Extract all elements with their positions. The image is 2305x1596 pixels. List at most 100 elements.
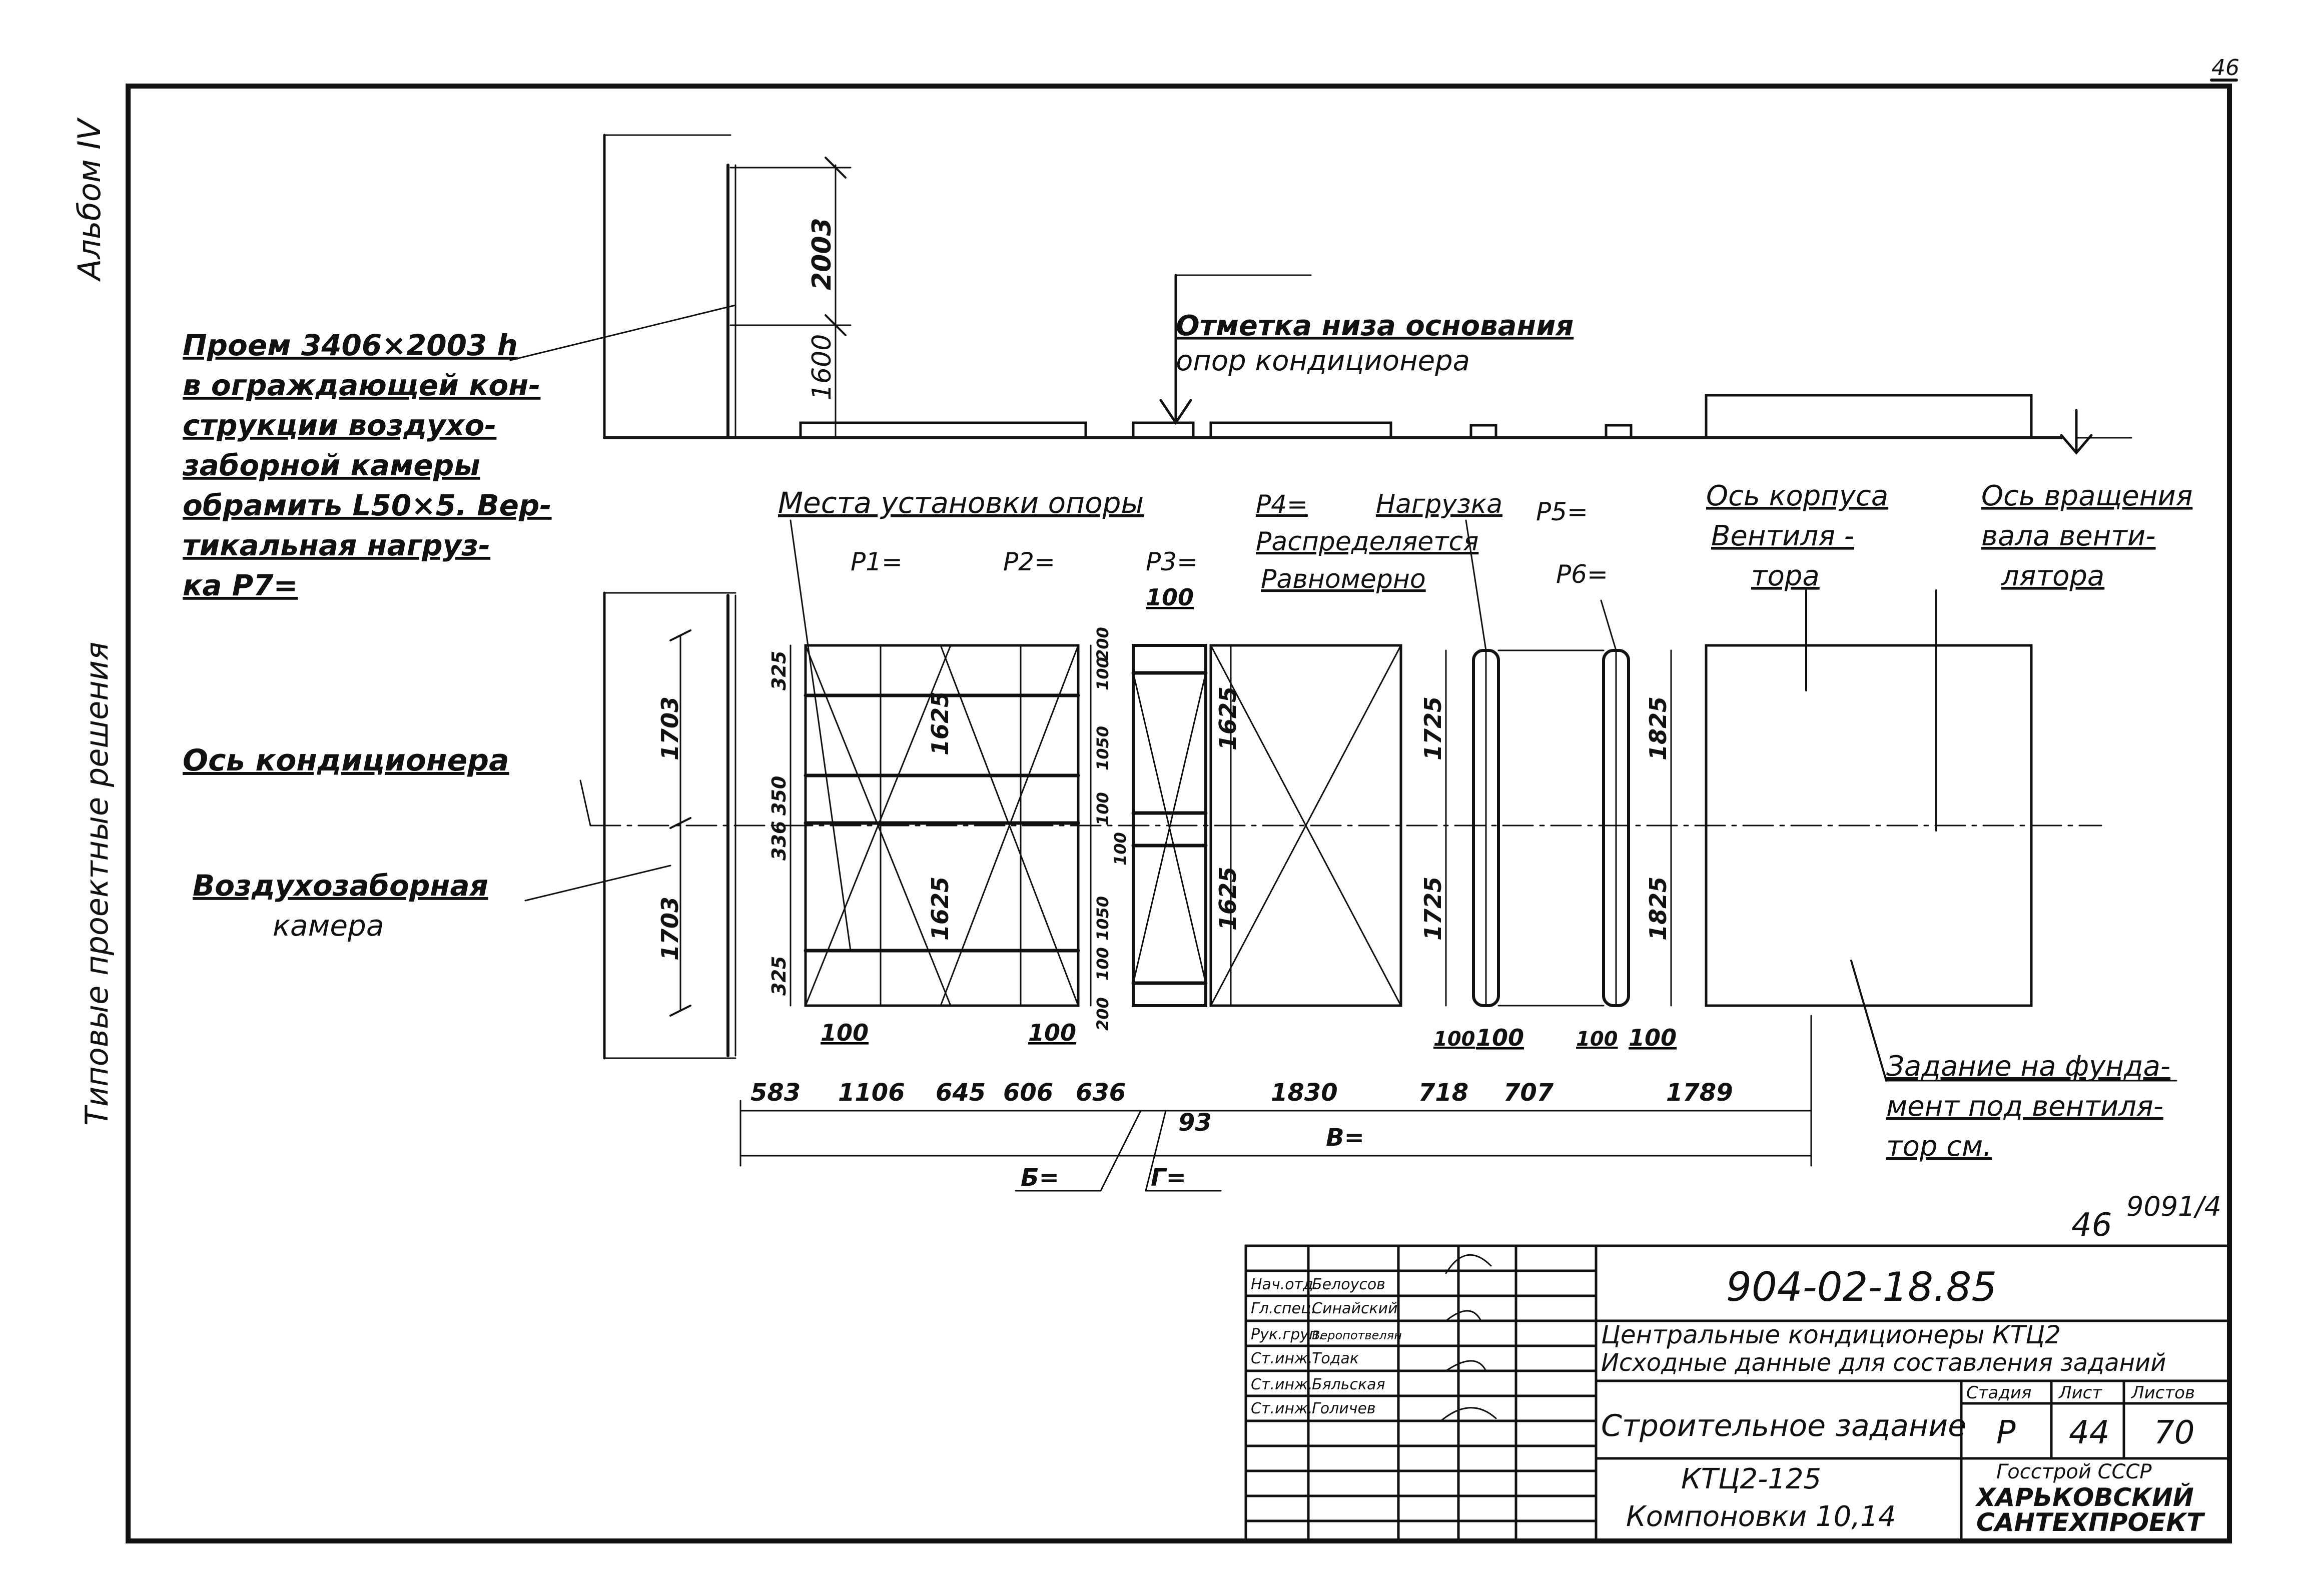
fan-shaft-axis-line: лятора xyxy=(2001,560,2104,592)
dim-total-B: В= xyxy=(1326,1124,1364,1152)
p2-label: P2= xyxy=(1003,547,1055,576)
dim-1050-top: 1050 xyxy=(1093,726,1112,770)
p4-label: P4= xyxy=(1256,490,1308,519)
fan-body-axis-line: Ось корпуса xyxy=(1706,480,1888,512)
opening-note-line: ка P7= xyxy=(183,568,298,602)
elevation-view xyxy=(509,134,2132,455)
dim-350: 350 xyxy=(768,776,790,816)
name: Белоусов xyxy=(1312,1276,1385,1293)
p5-label: P5= xyxy=(1536,497,1588,526)
sheet-frame xyxy=(126,84,2232,1543)
dim-325-top: 325 xyxy=(768,651,790,690)
col-sheets: Листов xyxy=(2130,1383,2195,1403)
dim-1625-b: 1625 xyxy=(927,877,954,941)
base-mark-line1: Отметка низа основания xyxy=(1176,310,1574,342)
dim-93: 93 xyxy=(1178,1109,1212,1137)
dim-chain: 1789 xyxy=(1666,1079,1733,1107)
dim-100-mid: 100 xyxy=(1093,792,1112,826)
name: Голичев xyxy=(1312,1400,1376,1417)
plan-view xyxy=(524,519,2177,1192)
dim-1825-bottom: 1825 xyxy=(1645,877,1672,941)
dim-chain: 645 xyxy=(936,1079,986,1107)
small-dimensions: 100 100 100 100 100 100 100 xyxy=(821,584,1677,1051)
foundation-task-line: тор см. xyxy=(1886,1130,1992,1163)
title-line1: Центральные кондиционеры КТЦ2 xyxy=(1601,1320,2061,1349)
opening-note-line: заборной камеры xyxy=(182,448,480,482)
p4-note-line: Равномерно xyxy=(1261,564,1426,594)
intake-chamber-line1: Воздухозаборная xyxy=(193,869,488,903)
col-stage: Стадия xyxy=(1966,1383,2031,1403)
chain-dimensions: 583 1106 645 606 636 1830 718 707 1789 9… xyxy=(750,1079,1733,1192)
role: Нач.отд. xyxy=(1251,1276,1318,1293)
intake-chamber-line2: камера xyxy=(273,909,384,943)
dim-1703-top: 1703 xyxy=(656,696,683,760)
signature-table: Нач.отд. Гл.спец. Рук.груп. Ст.инж. Ст.и… xyxy=(1251,1276,1402,1417)
dim-100: 100 xyxy=(1146,584,1194,611)
vertical-dimensions: 1703 1703 325 350 336 325 1625 1625 200 … xyxy=(656,627,1672,1031)
dim-336: 336 xyxy=(768,821,790,861)
foundation-task-line: мент под вентиля- xyxy=(1886,1090,2163,1123)
name: Тодак xyxy=(1312,1350,1359,1367)
page-number: 46 xyxy=(2211,55,2239,81)
role: Ст.инж. xyxy=(1251,1350,1313,1367)
sheets-total-value: 70 xyxy=(2154,1414,2194,1451)
dim-1050-bottom: 1050 xyxy=(1093,896,1112,941)
p6-label: P6= xyxy=(1556,560,1608,589)
foundation-task-line: Задание на фунда- xyxy=(1886,1050,2170,1083)
support-places-label: Места установки опоры xyxy=(778,486,1144,520)
dim-b: Б= xyxy=(1021,1164,1059,1192)
dim-1725-top: 1725 xyxy=(1419,696,1446,760)
dim-100: 100 xyxy=(1028,1019,1076,1046)
org-line1: Госстрой СССР xyxy=(1996,1460,2152,1483)
dim-1625-a: 1625 xyxy=(927,691,954,755)
col-sheet: Лист xyxy=(2058,1383,2102,1403)
dim-200-bottom: 200 xyxy=(1093,997,1112,1031)
dim-chain: 718 xyxy=(1418,1079,1468,1107)
dim-chain: 606 xyxy=(1003,1079,1053,1107)
side-series-label: Типовые проектные решения xyxy=(79,642,115,1126)
dim-100: 100 xyxy=(821,1019,869,1046)
corner-code: 9091/4 xyxy=(2126,1191,2221,1222)
opening-note-line: тикальная нагруз- xyxy=(183,528,490,562)
sheet-value: 44 xyxy=(2069,1414,2109,1451)
role: Ст.инж. xyxy=(1251,1376,1313,1393)
role: Гл.спец. xyxy=(1251,1300,1316,1317)
dim-chain: 1830 xyxy=(1271,1079,1338,1107)
dim-chain: 707 xyxy=(1503,1079,1554,1107)
dim-100: 100 xyxy=(1629,1024,1677,1051)
opening-note-line: в ограждающей кон- xyxy=(183,368,540,402)
name: Веропотвелян xyxy=(1312,1328,1402,1342)
dim-100: 100 xyxy=(1576,1028,1618,1051)
org-line2: ХАРЬКОВСКИЙ xyxy=(1975,1482,2194,1512)
p4-note-line: Нагрузка xyxy=(1376,489,1502,519)
dim-2003: 2003 xyxy=(807,218,837,290)
side-album-label: Альбом IV xyxy=(71,117,108,282)
dim-100: 100 xyxy=(1476,1024,1524,1051)
dim-100-mid2: 100 xyxy=(1111,832,1130,866)
dim-1600: 1600 xyxy=(807,334,837,400)
dim-chain: 636 xyxy=(1076,1079,1126,1107)
sheet-name: Строительное задание xyxy=(1601,1408,1966,1443)
dim-325-bottom: 325 xyxy=(768,956,790,996)
opening-note-line: струкции воздухо- xyxy=(183,408,496,442)
dim-chain: 583 xyxy=(750,1079,801,1107)
fan-body-axis-line: тора xyxy=(1751,560,1820,592)
p4-note-line: Распределяется xyxy=(1256,527,1478,557)
fan-shaft-axis-line: вала венти- xyxy=(1981,520,2156,552)
dim-100: 100 xyxy=(1433,1028,1475,1051)
layouts-label: Компоновки 10,14 xyxy=(1626,1500,1896,1533)
doc-code: 904-02-18.85 xyxy=(1726,1264,1997,1310)
model-label: КТЦ2-125 xyxy=(1681,1463,1821,1495)
dim-1825-top: 1825 xyxy=(1645,696,1672,760)
name: Синайский xyxy=(1312,1300,1398,1317)
opening-note: Проем 3406×2003 h в ограждающей кон- стр… xyxy=(182,328,552,602)
dim-1703-bottom: 1703 xyxy=(656,897,683,961)
dim-200-top: 200 xyxy=(1093,627,1112,660)
stage-value: Р xyxy=(1996,1414,2016,1451)
p1-label: P1= xyxy=(851,547,903,576)
dim-1725-bottom: 1725 xyxy=(1419,877,1446,941)
dim-100-bottom: 100 xyxy=(1093,947,1112,981)
opening-note-line: Проем 3406×2003 h xyxy=(183,328,518,362)
dim-g: Г= xyxy=(1151,1164,1186,1192)
